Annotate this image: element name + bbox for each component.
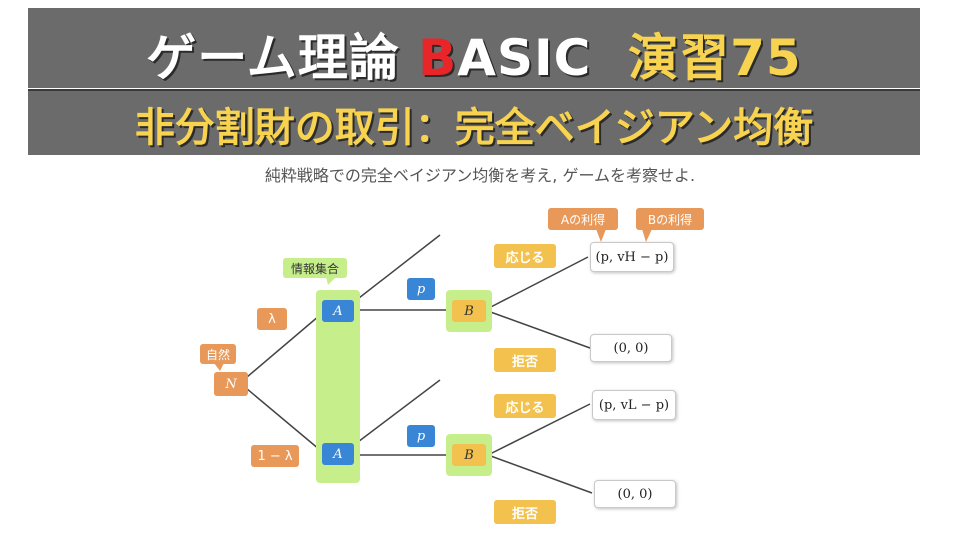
header-subtitle-bar: 非分割財の取引：完全ベイジアン均衡 [28, 89, 920, 155]
action-reject-bottom: 拒否 [494, 500, 556, 524]
edge-a-top-other [349, 234, 441, 306]
payoff-label-b: Bの利得 [636, 208, 704, 230]
payoff-label-b-pointer [642, 229, 652, 242]
player-b-node-bottom: B [452, 444, 486, 466]
nature-label: 自然 [200, 344, 236, 364]
title-exercise-number: 演習75 [628, 29, 802, 87]
edge-nature-to-a-bottom [239, 382, 327, 456]
payoff-label-a-pointer [596, 229, 606, 242]
payoff-2-text: (0, 0) [613, 340, 649, 356]
payoff-1: (p, vH − p) [590, 242, 674, 272]
price-label-bottom: p [407, 425, 435, 447]
header-title: ゲーム理論 BASIC 演習75 [28, 18, 920, 90]
payoff-3-text: (p, vL − p) [598, 397, 670, 413]
nature-label-pointer [214, 363, 224, 371]
header-subtitle: 非分割財の取引：完全ベイジアン均衡 [134, 105, 814, 151]
nature-node: N [214, 372, 248, 396]
payoff-label-a: Aの利得 [548, 208, 618, 230]
title-basic-b: B [418, 29, 458, 87]
edge-b-bottom-accept [487, 403, 591, 456]
payoff-1-text: (p, vH − p) [595, 249, 669, 265]
title-basic-rest: ASIC [457, 29, 592, 87]
player-a-node-bottom: A [322, 443, 354, 465]
action-accept-top: 応じる [494, 244, 556, 268]
title-main: ゲーム理論 [146, 29, 419, 87]
action-reject-top: 拒否 [494, 348, 556, 372]
payoff-4-text: (0, 0) [617, 486, 653, 502]
payoff-2: (0, 0) [590, 334, 672, 362]
edge-nature-to-a-top [239, 309, 327, 384]
edge-b-top-reject [484, 309, 591, 349]
player-a-node-top: A [322, 300, 354, 322]
edge-b-bottom-reject [487, 454, 593, 494]
price-label-top: p [407, 278, 435, 300]
payoff-3: (p, vL − p) [592, 390, 676, 420]
payoff-4: (0, 0) [594, 480, 676, 508]
instruction-text: 純粋戦略での完全ベイジアン均衡を考え, ゲームを考察せよ. [264, 166, 696, 185]
info-set-pointer [326, 277, 336, 285]
edge-b-top-accept [484, 256, 589, 311]
info-set-label: 情報集合 [283, 258, 347, 278]
header-title-bar: ゲーム理論 BASIC 演習75 [28, 8, 920, 88]
player-b-node-top: B [452, 300, 486, 322]
prob-one-minus-lambda: 1 − λ [251, 445, 299, 467]
action-accept-bottom: 応じる [494, 394, 556, 418]
edge-a-bottom-other [349, 379, 441, 449]
prob-lambda: λ [257, 308, 287, 330]
